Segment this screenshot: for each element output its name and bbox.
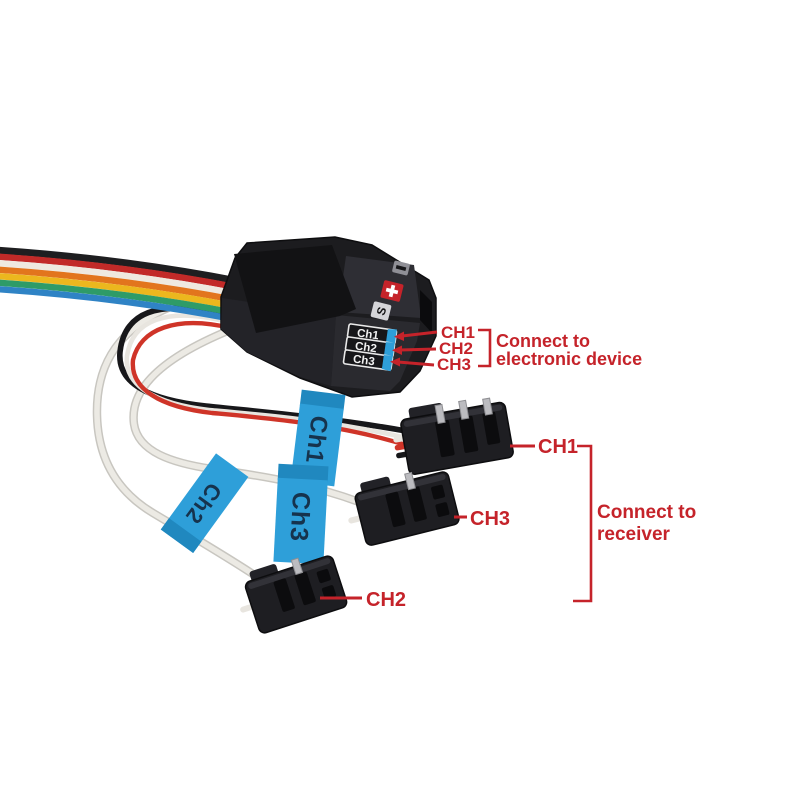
tape-ch3: Ch3: [273, 463, 329, 565]
connector-end-hole: [316, 568, 331, 584]
arrowhead: [390, 357, 400, 367]
tape-ch3-body: [273, 477, 328, 565]
ribbon-wire-blue: [0, 286, 239, 324]
device-ch2-label: CH2: [439, 339, 473, 358]
connector-slot: [294, 571, 316, 606]
ribbon-wire-red: [0, 253, 239, 291]
device-bracket: [478, 328, 492, 368]
connector-pin: [434, 403, 446, 425]
ribbon-wire-green: [0, 279, 239, 317]
device-note-line2: electronic device: [496, 349, 642, 369]
arrowhead: [394, 331, 404, 341]
connector-end-hole: [431, 484, 446, 500]
wire-white-ch2-core: [94, 305, 265, 583]
connector-ch2: [240, 555, 348, 634]
control-module: S Ch1 Ch2 Ch3: [220, 236, 437, 398]
connector-ch1: [393, 397, 514, 475]
device-ch1-label: CH1: [441, 323, 475, 342]
callout-line-device-ch3: [397, 360, 435, 367]
connector-pin: [404, 471, 416, 491]
port-label-tab: [383, 342, 395, 359]
tape-ch2-end: [160, 518, 202, 553]
receiver-note-line1: Connect to: [597, 502, 696, 523]
connector-pin: [290, 557, 304, 576]
signal-icon: S: [370, 301, 392, 321]
receiver-ch1-label: CH1: [538, 436, 578, 458]
connector-slot: [406, 486, 427, 522]
port-label-tab: [381, 355, 393, 372]
minus-icon: [392, 260, 410, 276]
connector-end-hole: [435, 502, 450, 517]
port-label-ch3-text: Ch3: [352, 353, 375, 368]
ribbon-wire-orange: [0, 266, 239, 304]
connector-slot: [435, 419, 455, 458]
callout-line-device-ch1: [401, 330, 438, 338]
receiver-note-line2: receiver: [597, 524, 671, 545]
port-label-tab: [385, 329, 397, 346]
port-label-ch3: Ch3: [342, 349, 394, 372]
ribbon-wire-black: [0, 246, 239, 285]
tape-ch3-text: Ch3: [284, 491, 315, 543]
connector-end-hole: [321, 585, 337, 600]
module-socket-opening: [420, 290, 432, 333]
plus-icon: [380, 280, 404, 302]
connector-body-highlight: [248, 558, 331, 589]
connector-body-highlight: [403, 404, 503, 427]
servo-lead-wires: [92, 303, 409, 585]
connector-ch3: [348, 471, 460, 546]
tape-ch1-text: Ch1: [300, 414, 333, 465]
arrowhead: [392, 345, 402, 355]
ribbon-wire-white: [0, 260, 239, 298]
connector-pin: [482, 397, 493, 416]
connector-pin: [458, 399, 470, 420]
tape-ch3-fold: [277, 463, 329, 483]
connector-slot: [482, 411, 501, 445]
connector-slot: [273, 578, 295, 612]
connector-body-highlight: [358, 474, 446, 501]
device-note-line1: Connect to: [496, 331, 590, 351]
ribbon-wire-yellow: [0, 273, 239, 311]
device-ch3-label: CH3: [437, 355, 471, 374]
module-hump: [234, 245, 356, 333]
receiver-ch2-label: CH2: [366, 589, 406, 611]
device-callouts: CH1 CH2 CH3 Connect to electronic device: [390, 323, 642, 374]
tape-ch2: Ch2: [160, 453, 249, 553]
connector-slot: [458, 415, 479, 453]
receiver-ch3-label: CH3: [470, 508, 510, 530]
receiver-bracket: [573, 444, 593, 603]
ribbon-cable: [0, 246, 239, 324]
callout-line-device-ch2: [399, 347, 437, 352]
connector-slot: [385, 491, 406, 528]
receiver-callouts: CH1 CH3 CH2 Connect to receiver: [320, 436, 696, 611]
